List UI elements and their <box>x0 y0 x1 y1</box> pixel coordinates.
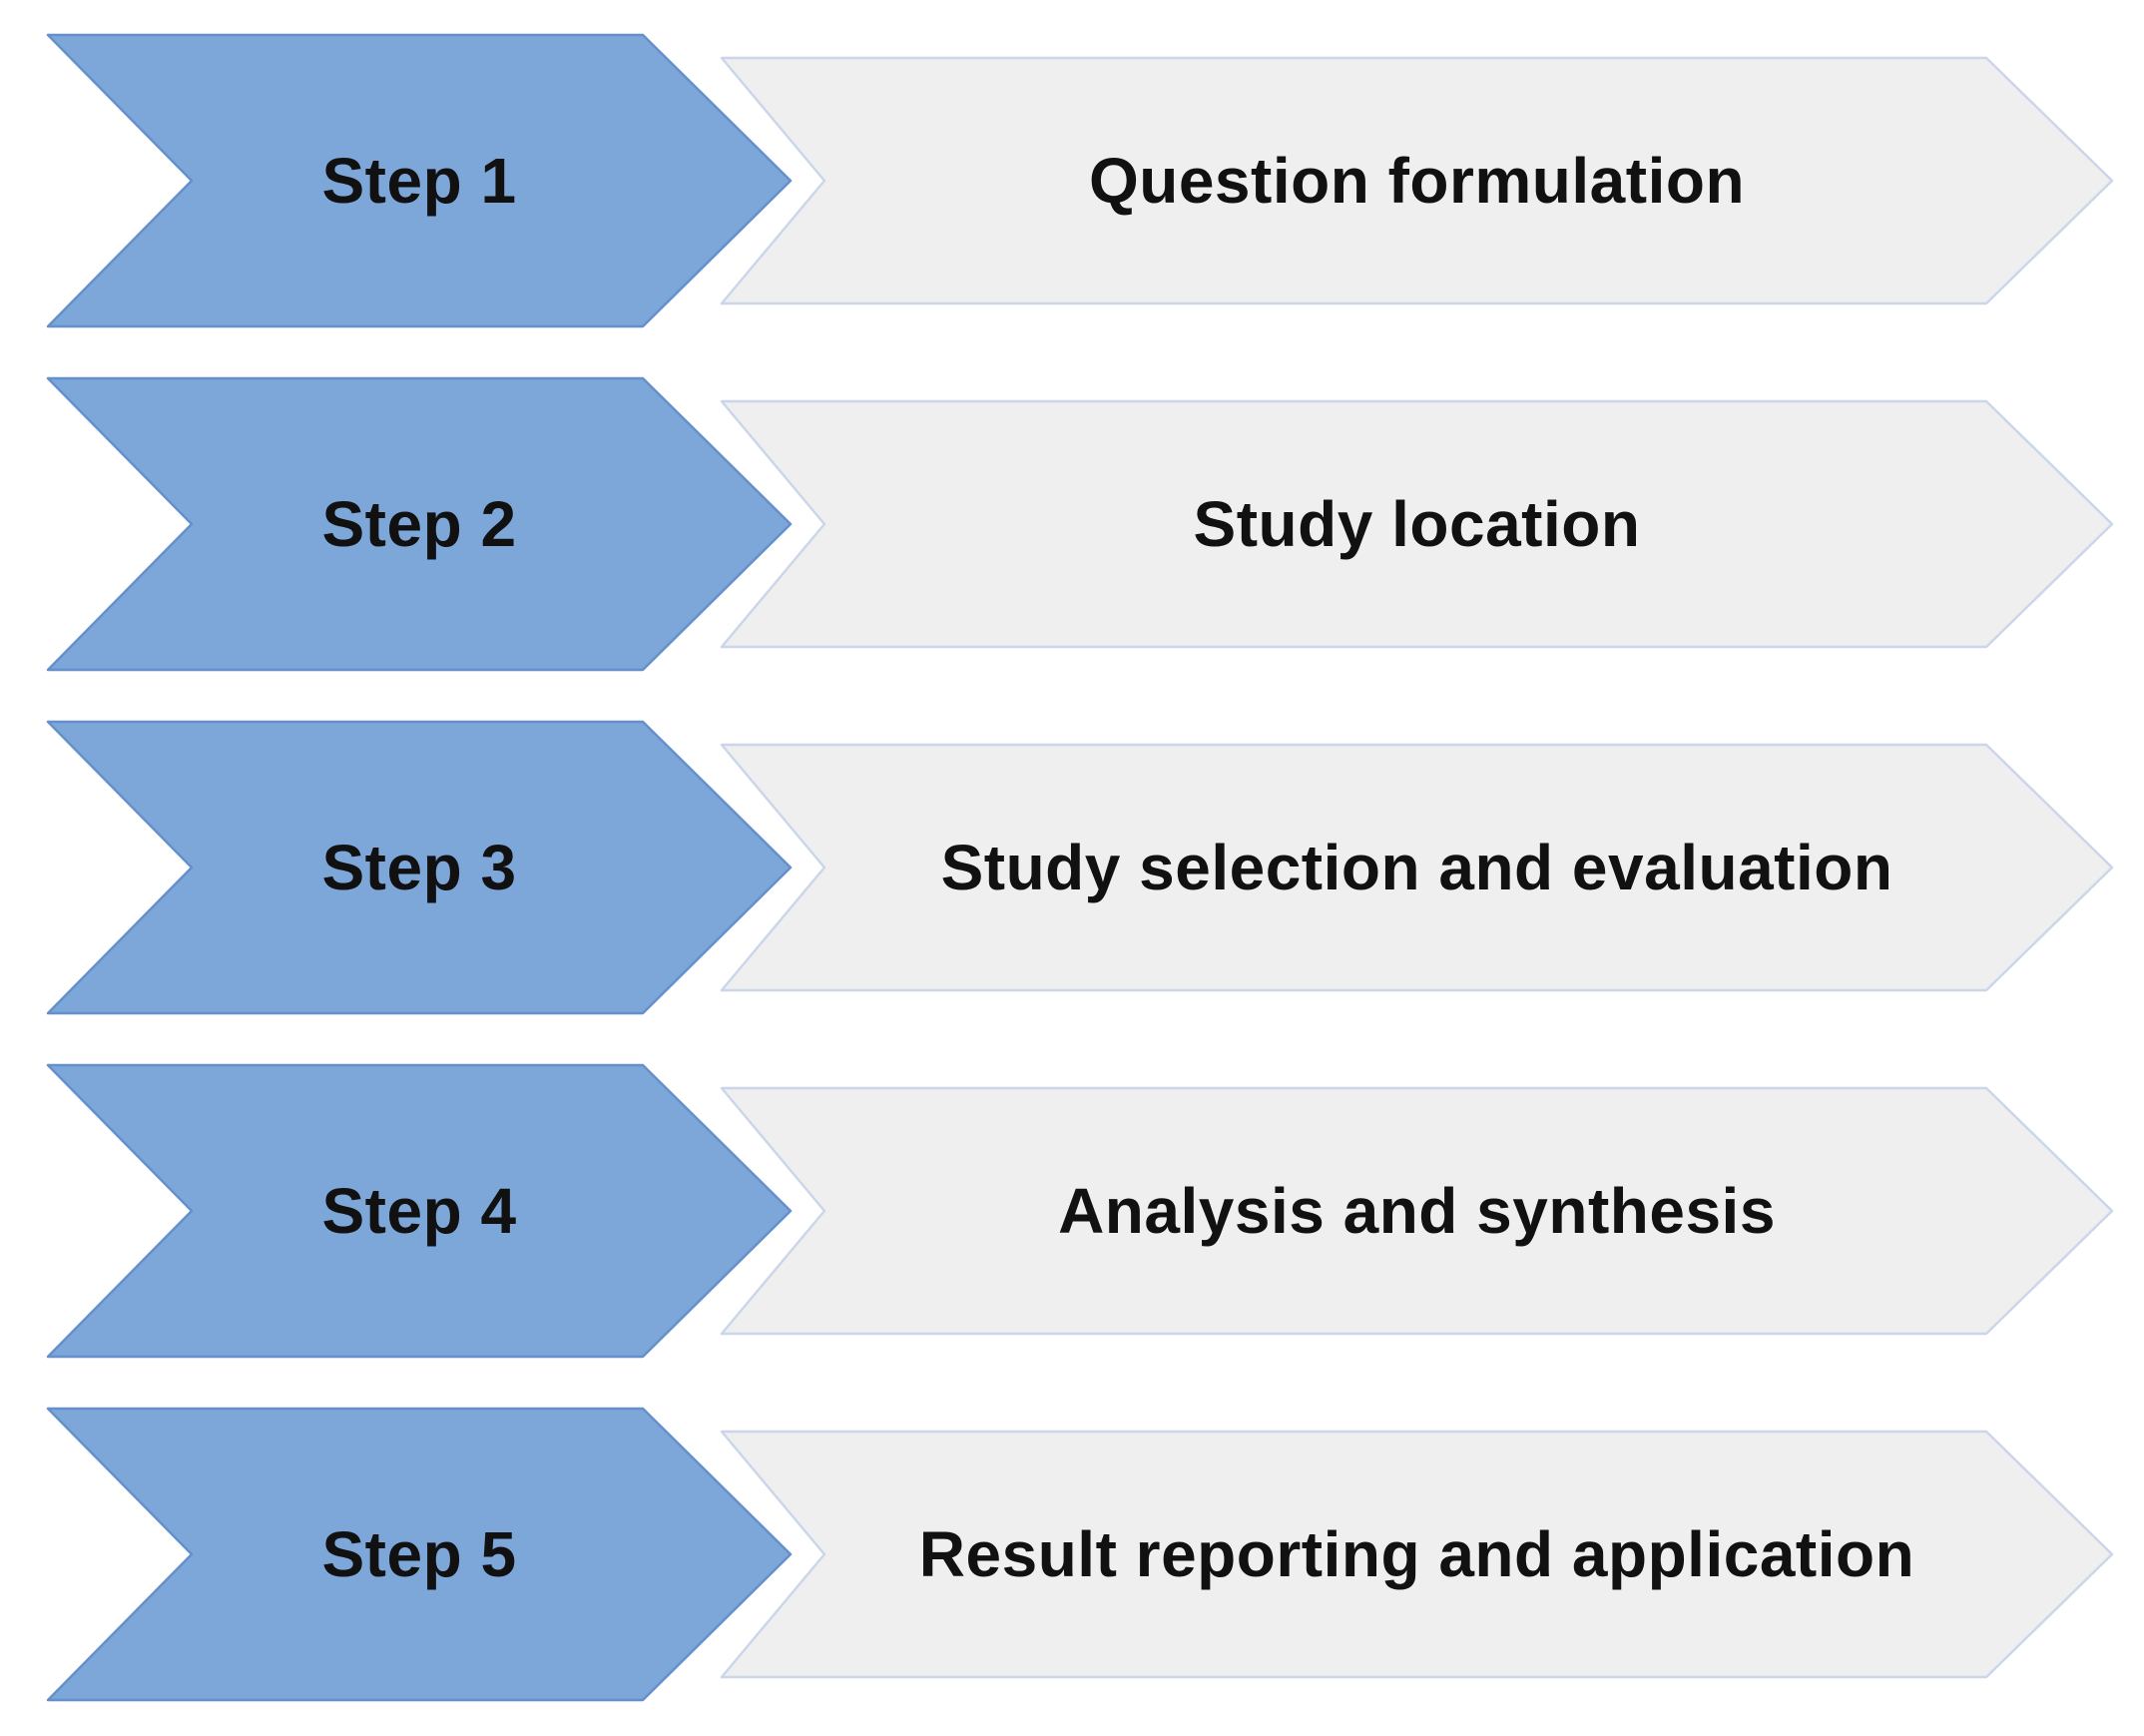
step-3-chevron-shape <box>46 720 793 1015</box>
step-5-description: Result reporting and application <box>918 1518 1915 1590</box>
process-step-row-4: Step 4 Analysis and synthesis <box>0 1063 2144 1359</box>
step-1-chevron-shape <box>46 33 793 328</box>
step-4-description-chevron-shape <box>720 1086 2114 1336</box>
step-3-description: Study selection and evaluation <box>940 832 1893 903</box>
step-1-description: Question formulation <box>1088 145 1746 217</box>
step-1-shapes <box>46 33 2114 328</box>
process-step-row-5: Step 5 Result reporting and application <box>0 1407 2144 1702</box>
step-3-description-chevron-shape <box>720 743 2114 992</box>
step-1-description-chevron-shape <box>720 56 2114 305</box>
step-2-shapes <box>46 376 2114 672</box>
step-2-description: Study location <box>1193 488 1641 560</box>
step-5-shapes <box>46 1407 2114 1702</box>
step-4-shapes <box>46 1063 2114 1359</box>
process-step-row-1: Step 1 Question formulation <box>0 33 2144 328</box>
step-2-label: Step 2 <box>321 488 517 560</box>
step-2-chevron-shape <box>46 376 793 672</box>
process-step-row-3: Step 3 Study selection and evaluation <box>0 720 2144 1015</box>
process-step-row-2: Step 2 Study location <box>0 376 2144 672</box>
step-4-chevron-shape <box>46 1063 793 1359</box>
step-1-label: Step 1 <box>321 145 517 217</box>
step-4-description: Analysis and synthesis <box>1058 1175 1776 1247</box>
step-5-description-chevron-shape <box>720 1430 2114 1679</box>
step-3-label: Step 3 <box>321 832 517 903</box>
step-5-label: Step 5 <box>321 1518 517 1590</box>
step-4-label: Step 4 <box>321 1175 517 1247</box>
step-3-shapes <box>46 720 2114 1015</box>
step-5-chevron-shape <box>46 1407 793 1702</box>
step-2-description-chevron-shape <box>720 399 2114 649</box>
